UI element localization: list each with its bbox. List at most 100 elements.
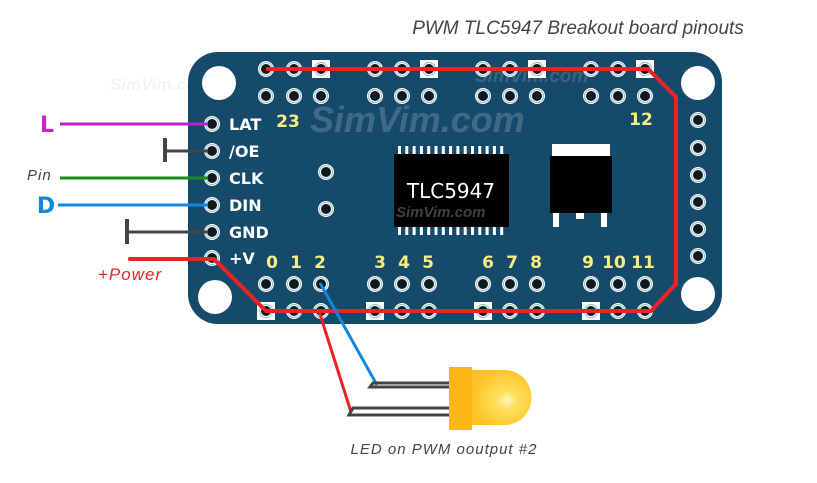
pin-label-clk: CLK (229, 169, 264, 188)
chip-pin (449, 146, 453, 154)
round-pad (475, 276, 491, 292)
signal-label-power: +Power (98, 265, 162, 284)
led-rim (449, 367, 472, 430)
round-pad (394, 88, 410, 104)
round-pad (421, 276, 437, 292)
chip-pin (456, 146, 460, 154)
channel-label-1: 1 (290, 253, 302, 273)
watermark-outside: SimVim.com (110, 75, 211, 94)
tlc5947-chip: TLC5947 SimVim.com (394, 146, 509, 235)
channel-label-12: 12 (629, 110, 653, 130)
channel-label-3: 3 (374, 253, 386, 273)
pin-label-gnd: GND (229, 223, 269, 242)
chip-pin (492, 227, 496, 235)
chip-pin (485, 227, 489, 235)
chip-pin (449, 227, 453, 235)
diagram-title: PWM TLC5947 Breakout board pinouts (412, 18, 744, 39)
channel-label-0: 0 (266, 253, 278, 273)
chip-pin (500, 146, 504, 154)
chip-pin (492, 146, 496, 154)
round-pad (529, 276, 545, 292)
round-pad (583, 88, 599, 104)
round-pad (583, 276, 599, 292)
round-pad (318, 201, 334, 217)
round-pad (204, 170, 220, 186)
round-pad (258, 88, 274, 104)
chip-pin (427, 146, 431, 154)
round-pad (690, 112, 706, 128)
round-pad (690, 140, 706, 156)
channel-label-11: 11 (631, 253, 655, 273)
pin-label-lat: LAT (229, 115, 261, 134)
round-pad (690, 167, 706, 183)
round-pad (367, 88, 383, 104)
regulator-leg (601, 213, 607, 227)
led-anode-wire (318, 282, 379, 386)
chip-pin (398, 227, 401, 235)
chip-pin (478, 227, 482, 235)
channel-label-10: 10 (602, 253, 626, 273)
led-leg-short (346, 406, 450, 417)
round-pad (204, 197, 220, 213)
regulator-body (550, 156, 612, 213)
led-leg-long (367, 381, 450, 389)
channel-label-2: 2 (314, 253, 326, 273)
round-pad (475, 88, 491, 104)
round-pad (610, 276, 626, 292)
channel-label-4: 4 (398, 253, 410, 273)
chip-pin (471, 146, 474, 154)
round-pad (502, 88, 518, 104)
chip-pin (419, 227, 423, 235)
regulator-tab (552, 144, 610, 156)
chip-pin (434, 146, 438, 154)
power-trace (211, 67, 678, 313)
led-dome (470, 370, 532, 426)
channel-label-8: 8 (530, 253, 542, 273)
chip-body (394, 154, 509, 227)
chip-pin (471, 227, 474, 235)
round-pad (286, 88, 302, 104)
signal-label-pin: Pin (27, 167, 52, 184)
led (346, 367, 532, 430)
round-pad (637, 88, 653, 104)
channel-label-23: 23 (276, 112, 300, 132)
led-cathode-wire (317, 310, 353, 413)
round-pad (367, 276, 383, 292)
chip-pin (419, 146, 423, 154)
mounting-hole (681, 277, 715, 311)
watermark-chip: SimVim.com (396, 204, 485, 221)
chip-pin (434, 227, 438, 235)
breakout-board: SimVim.com SimVim.com LAT/OECLKDINGND+V … (188, 52, 722, 324)
watermark-board: SimVim.com (310, 99, 525, 140)
pin-label-din: DIN (229, 196, 262, 215)
chip-pin (405, 227, 409, 235)
regulator-leg (576, 213, 584, 219)
round-pad (637, 276, 653, 292)
round-pad (204, 116, 220, 132)
round-pad (690, 221, 706, 237)
mounting-hole (681, 66, 715, 100)
round-pad (394, 276, 410, 292)
round-pad (318, 164, 334, 180)
channel-label-5: 5 (422, 253, 434, 273)
round-pad (421, 88, 437, 104)
chip-pin (412, 146, 416, 154)
signal-label-d: D (37, 194, 55, 219)
chip-pin (456, 227, 460, 235)
pin-label-v: +V (229, 249, 255, 268)
round-pad (204, 143, 220, 159)
signal-label-l: L (40, 113, 54, 138)
mounting-hole (202, 66, 236, 100)
chip-pin (500, 227, 504, 235)
regulator-leg (553, 213, 559, 227)
channel-label-7: 7 (506, 253, 518, 273)
led-caption: LED on PWM ooutput #2 (351, 441, 538, 458)
chip-pin (441, 146, 445, 154)
round-pad (313, 88, 329, 104)
chip-pin (463, 227, 467, 235)
chip-pin (463, 146, 467, 154)
chip-pin (398, 146, 401, 154)
round-pad (690, 248, 706, 264)
chip-pin (441, 227, 445, 235)
